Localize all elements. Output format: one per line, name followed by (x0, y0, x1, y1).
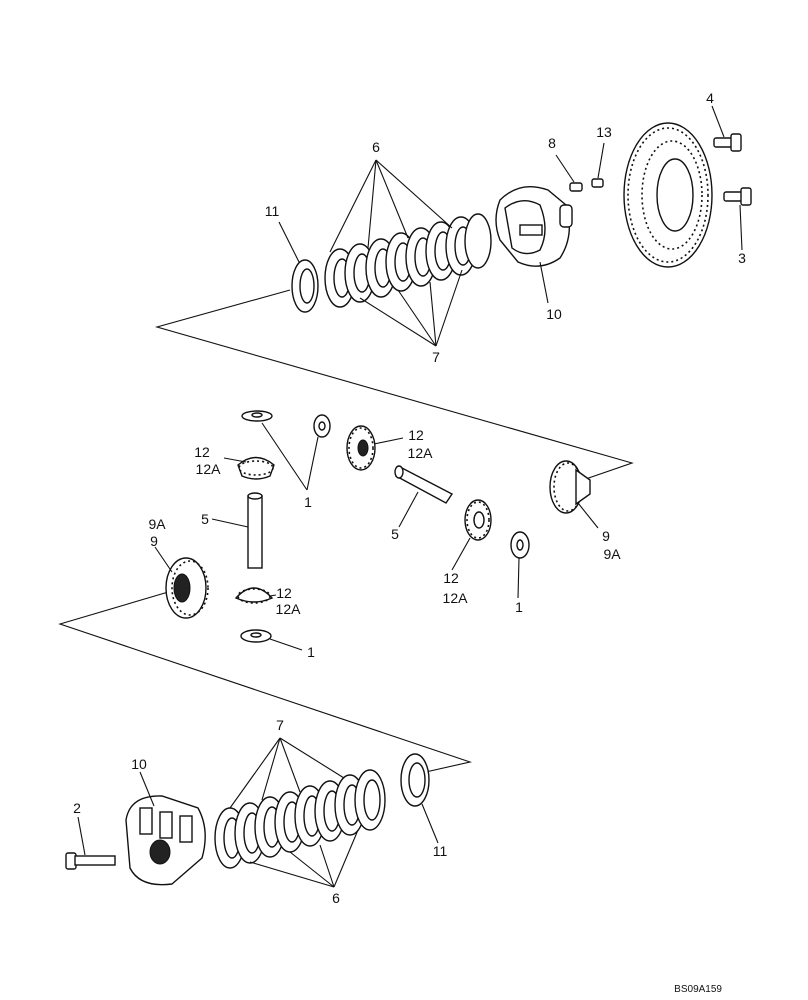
callout-9-left: 9 (150, 533, 158, 549)
friction-disc-stack-bottom (214, 769, 386, 869)
callout-12a-c: 12A (443, 590, 469, 606)
callout-9-right: 9 (602, 528, 610, 544)
pin-8 (555, 154, 583, 192)
callout-4: 4 (706, 90, 714, 106)
callout-5-b: 5 (391, 526, 399, 542)
callout-7-top: 7 (432, 349, 440, 365)
callout-12-d: 12 (276, 585, 292, 601)
callout-12a-a: 12A (196, 461, 222, 477)
callout-1-c: 1 (307, 644, 315, 660)
callout-12-c: 12 (443, 570, 459, 586)
thrust-washer-bottom (400, 753, 439, 844)
thrust-washer-1-right (306, 414, 331, 491)
callout-labels: 6 7 11 10 8 13 4 3 1 1 1 12 12A 12 12A 1… (73, 90, 746, 906)
bolt-2 (65, 816, 116, 870)
callout-10-top: 10 (546, 306, 562, 322)
side-gear-left (154, 546, 209, 619)
leader-lines-6-7-bottom (229, 737, 359, 888)
pinion-gear-upper-mid (346, 425, 404, 471)
pinion-gear-lower-mid (451, 499, 492, 571)
leader-lines-6-7-top (329, 159, 463, 347)
callout-1-b: 1 (515, 599, 523, 615)
callout-12a-b: 12A (408, 445, 434, 461)
thrust-washer-1-top (241, 410, 308, 491)
callout-1-a: 1 (304, 494, 312, 510)
differential-housing-top (495, 186, 573, 304)
callout-9a-right: 9A (603, 546, 621, 562)
callout-10-bottom: 10 (131, 756, 147, 772)
side-gear-right (549, 460, 599, 529)
callout-7-bottom: 7 (276, 717, 284, 733)
callout-11-bottom: 11 (433, 843, 448, 859)
pin-13 (591, 142, 605, 188)
bolt-4 (711, 105, 742, 152)
callout-3: 3 (738, 250, 746, 266)
assembly-guide-lines (58, 289, 634, 777)
callout-12-a: 12 (194, 444, 210, 460)
thrust-washer-1-bottom (240, 629, 303, 651)
callout-9a-left: 9A (148, 516, 166, 532)
callout-12a-d: 12A (276, 601, 302, 617)
callout-5-a: 5 (201, 511, 209, 527)
thrust-washer-top (278, 221, 319, 313)
callout-6-bottom: 6 (332, 890, 340, 906)
ring-gear (623, 122, 713, 268)
differential-housing-bottom (125, 771, 206, 886)
bolt-3 (723, 187, 752, 251)
cross-shaft-angled (394, 465, 454, 528)
friction-disc-stack-top (324, 213, 492, 308)
pinion-gear-left-bottom (234, 587, 277, 604)
callout-12-b: 12 (408, 427, 424, 443)
callout-8: 8 (548, 135, 556, 151)
callout-2: 2 (73, 800, 81, 816)
callout-11-top: 11 (265, 203, 280, 219)
callout-6-top: 6 (372, 139, 380, 155)
figure-reference: BS09A159 (674, 984, 722, 995)
cross-shaft-vertical (211, 492, 263, 569)
pinion-gear-left-top (223, 456, 275, 480)
thrust-washer-1-mid (510, 531, 530, 599)
callout-13: 13 (596, 124, 612, 140)
